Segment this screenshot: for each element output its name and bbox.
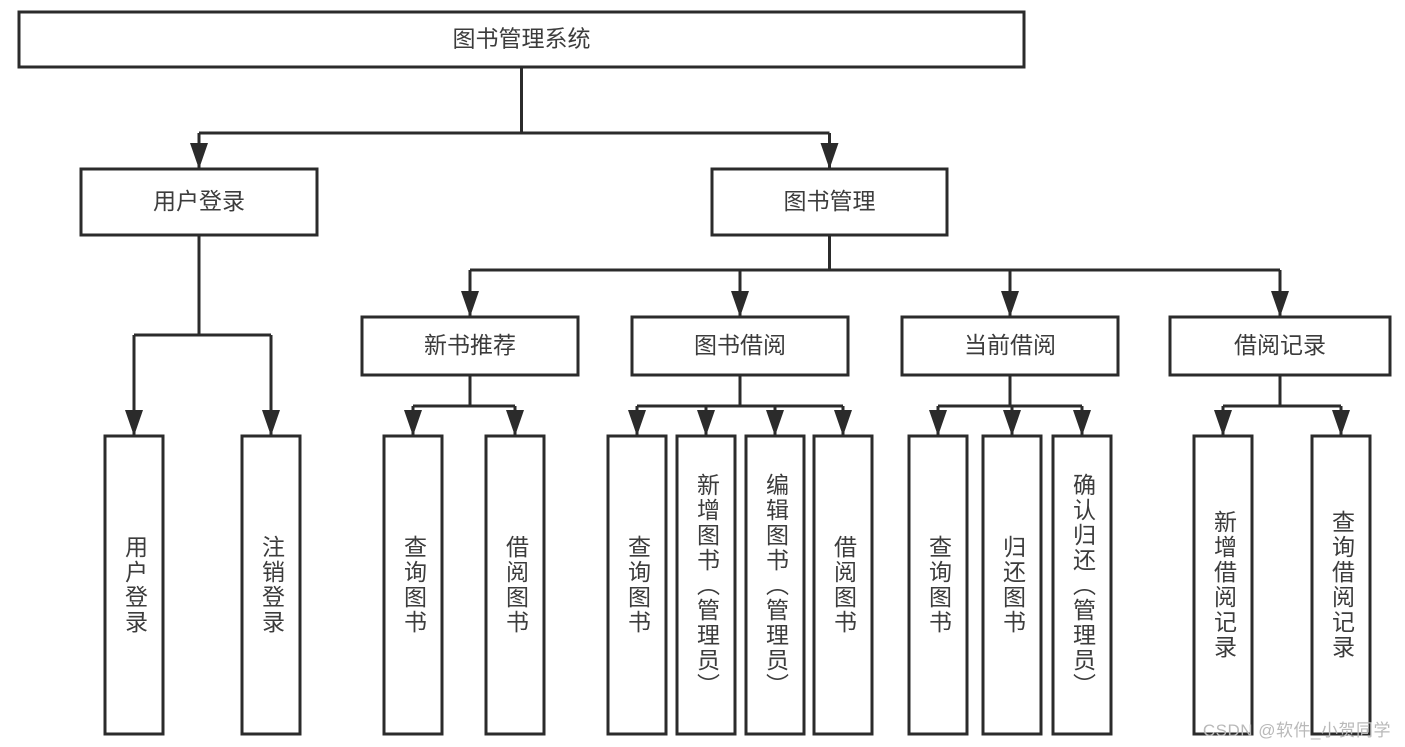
boxes-layer: [17, 10, 1392, 736]
arrow-head-icon: [929, 410, 947, 436]
arrow-head-icon: [628, 410, 646, 436]
node-box-l3-2[interactable]: [900, 315, 1120, 377]
arrow-head-icon: [731, 291, 749, 317]
arrow-head-icon: [1271, 291, 1289, 317]
node-box-leaf-8[interactable]: [907, 434, 969, 736]
node-box-leaf-12[interactable]: [1310, 434, 1372, 736]
node-label-l3-1: 图书借阅: [694, 332, 786, 358]
node-box-leaf-4[interactable]: [606, 434, 668, 736]
node-box-leaf-6[interactable]: [744, 434, 806, 736]
arrow-head-icon: [506, 410, 524, 436]
node-label-l3-0: 新书推荐: [424, 332, 516, 358]
node-box-leaf-3[interactable]: [484, 434, 546, 736]
arrow-head-icon: [461, 291, 479, 317]
connectors-layer: [125, 67, 1350, 436]
watermark-text: CSDN @软件_小贺同学: [1202, 721, 1391, 740]
node-box-leaf-10[interactable]: [1051, 434, 1113, 736]
arrow-head-icon: [1332, 410, 1350, 436]
node-box-leaf-5[interactable]: [675, 434, 737, 736]
arrow-head-icon: [125, 410, 143, 436]
arrow-head-icon: [820, 143, 839, 169]
node-box-l2-1[interactable]: [710, 167, 949, 237]
node-box-leaf-9[interactable]: [981, 434, 1043, 736]
node-label-l3-2: 当前借阅: [964, 332, 1056, 358]
node-box-leaf-0[interactable]: [103, 434, 165, 736]
arrow-head-icon: [1214, 410, 1232, 436]
node-label-l2-0: 用户登录: [153, 188, 245, 214]
node-box-l3-1[interactable]: [630, 315, 850, 377]
node-box-l2-0[interactable]: [79, 167, 319, 237]
arrow-head-icon: [1003, 410, 1021, 436]
node-box-leaf-7[interactable]: [812, 434, 874, 736]
node-label-root-0: 图书管理系统: [453, 26, 591, 52]
node-box-leaf-1[interactable]: [240, 434, 302, 736]
node-label-l3-3: 借阅记录: [1234, 332, 1326, 358]
node-box-leaf-11[interactable]: [1192, 434, 1254, 736]
arrow-head-icon: [262, 410, 280, 436]
arrow-head-icon: [697, 410, 715, 436]
arrow-head-icon: [766, 410, 784, 436]
node-box-l3-0[interactable]: [360, 315, 580, 377]
node-box-l3-3[interactable]: [1168, 315, 1392, 377]
node-label-l2-1: 图书管理: [784, 188, 876, 214]
arrow-head-icon: [1073, 410, 1091, 436]
arrow-head-icon: [834, 410, 852, 436]
node-box-leaf-2[interactable]: [382, 434, 444, 736]
node-box-root-0[interactable]: [17, 10, 1026, 69]
arrow-head-icon: [1001, 291, 1019, 317]
arrow-head-icon: [190, 143, 208, 169]
arrow-head-icon: [404, 410, 422, 436]
